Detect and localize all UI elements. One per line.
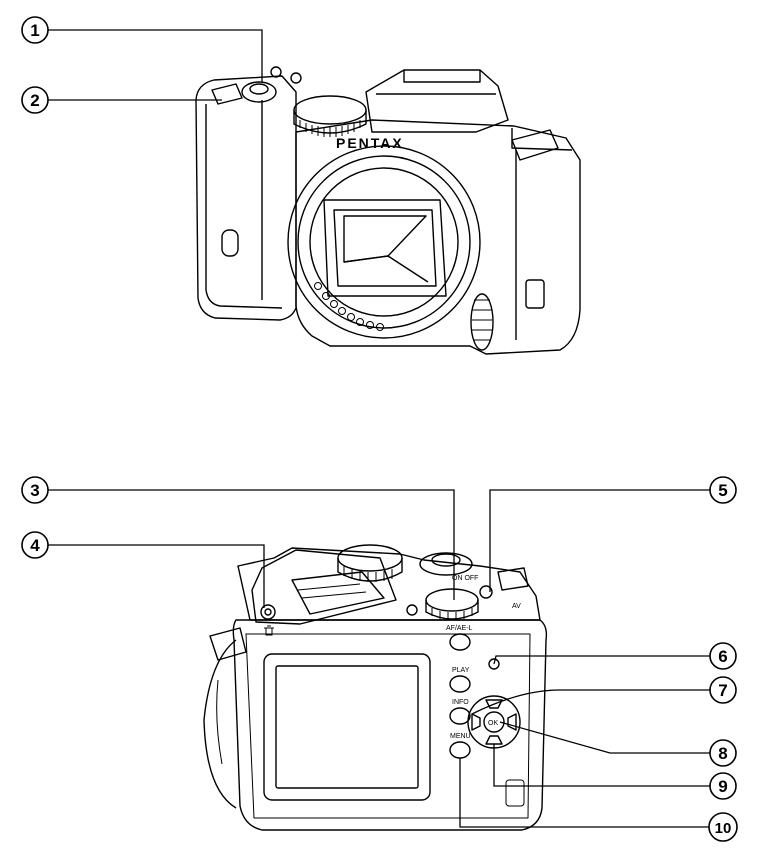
svg-text:1: 1 — [30, 21, 39, 40]
trash-icon — [264, 625, 274, 636]
af-ae-lock-label: AF/AE-L — [446, 625, 473, 632]
leader-line-8-connector — [499, 721, 710, 754]
lens-mount-outer — [287, 145, 481, 339]
lens-mount-inner — [309, 167, 459, 317]
back-camera-illustration — [203, 544, 548, 831]
leader-line-4 — [48, 544, 265, 608]
front-grip — [195, 75, 297, 321]
callout-2: 2 — [21, 86, 49, 114]
callout-10: 10 — [708, 812, 738, 842]
play-button — [449, 675, 471, 693]
callout-7: 7 — [709, 676, 737, 704]
ok-button — [483, 711, 505, 733]
strap-lug-right — [511, 129, 559, 161]
back-mode-dial — [337, 544, 403, 572]
leader-line-9 — [493, 744, 710, 787]
callout-5: 5 — [709, 476, 737, 504]
back-top-plate — [237, 547, 541, 621]
mode-dial — [293, 95, 367, 125]
front-camera-illustration — [195, 66, 581, 355]
shutter-button — [241, 81, 277, 103]
menu-button — [449, 741, 471, 759]
callout-1: 1 — [21, 16, 49, 44]
svg-text:4: 4 — [30, 536, 40, 555]
strap-lug-left — [209, 627, 247, 661]
av-label: AV — [512, 603, 521, 610]
back-body — [232, 619, 548, 831]
lcd-screen — [275, 665, 419, 789]
info-label: INFO — [452, 699, 469, 706]
leader-line-3 — [48, 489, 455, 600]
svg-text:7: 7 — [718, 681, 727, 700]
svg-text:3: 3 — [30, 481, 39, 500]
callout-8: 8 — [709, 739, 737, 767]
svg-text:6: 6 — [718, 647, 727, 666]
lcd-frame — [263, 653, 431, 801]
delete-button — [260, 604, 276, 620]
leader-line-6 — [493, 655, 710, 665]
play-label: PLAY — [452, 667, 470, 674]
front-grip-hole — [221, 229, 239, 257]
svg-text:8: 8 — [718, 744, 727, 763]
av-button — [479, 585, 493, 599]
svg-text:9: 9 — [718, 777, 727, 796]
svg-text:2: 2 — [30, 91, 39, 110]
af-ae-lock-button — [449, 633, 471, 651]
leader-lines — [48, 29, 710, 828]
e-dial — [425, 588, 479, 612]
ok-label: OK — [488, 720, 498, 727]
mirror-box — [323, 199, 447, 297]
lens-release-button — [470, 293, 494, 351]
power-switch — [419, 552, 473, 576]
leader-line-5 — [489, 489, 710, 592]
leader-line-7 — [471, 689, 710, 715]
front-body — [295, 119, 581, 355]
callout-4: 4 — [21, 531, 49, 559]
callout-9: 9 — [709, 772, 737, 800]
svg-text:10: 10 — [715, 820, 732, 837]
mount-contacts — [314, 282, 384, 331]
viewfinder-hump — [251, 549, 397, 625]
info-button — [449, 707, 471, 725]
leader-line-1 — [48, 29, 263, 82]
brand-logo: PENTAX — [336, 135, 404, 151]
svg-text:5: 5 — [718, 481, 727, 500]
menu-label: MENU — [450, 733, 471, 740]
leader-line-10 — [459, 758, 710, 828]
on-off-label: ON OFF — [452, 575, 478, 582]
strap-lug-right-back — [497, 567, 529, 591]
callout-6: 6 — [709, 642, 737, 670]
callout-3: 3 — [21, 476, 49, 504]
